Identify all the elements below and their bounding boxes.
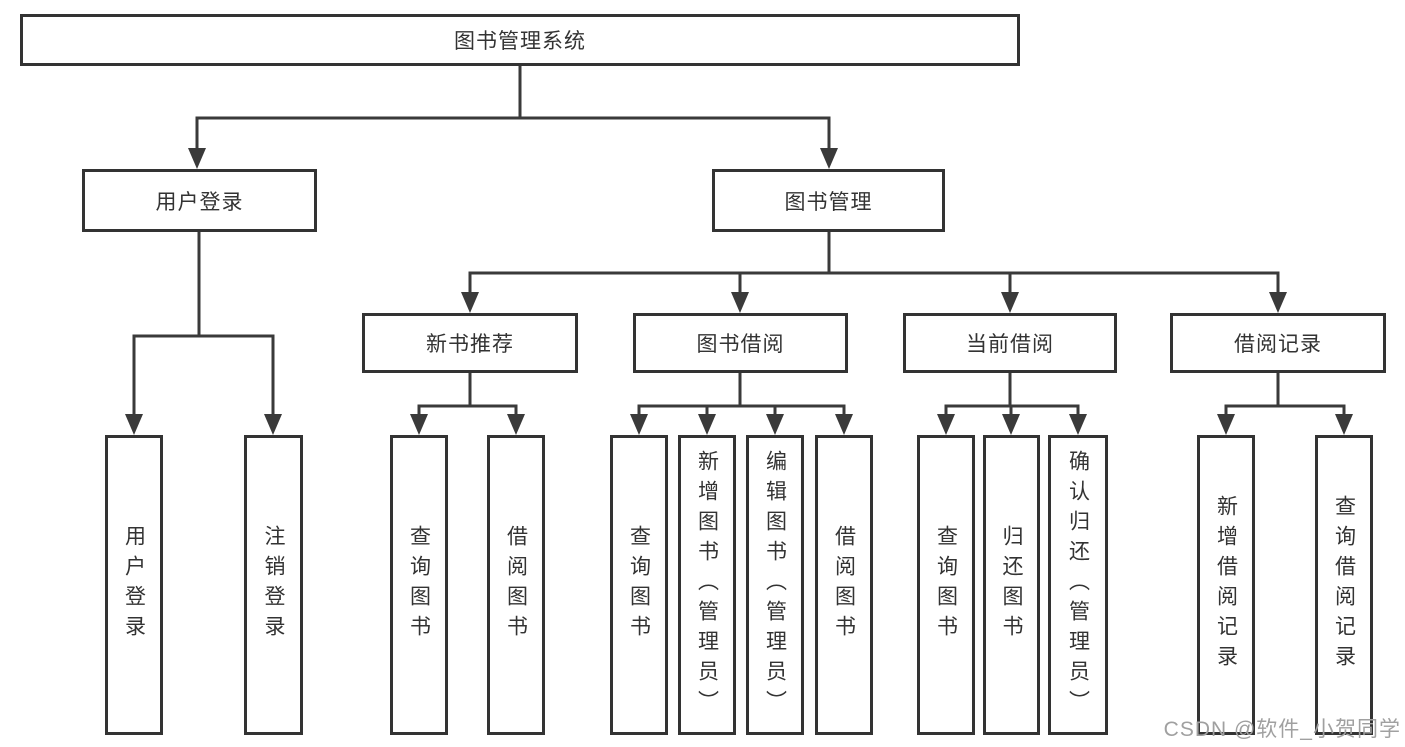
node-label: 确认归还（管理员） bbox=[1066, 450, 1090, 720]
node-label: 查询图书 bbox=[407, 525, 431, 645]
connector-user-login-branch bbox=[125, 230, 282, 435]
leaf-logout: 注销登录 bbox=[244, 435, 303, 735]
leaf-return-books: 归还图书 bbox=[983, 435, 1040, 735]
leaf-query-books-recommend: 查询图书 bbox=[390, 435, 448, 735]
node-label: 新增图书（管理员） bbox=[695, 450, 719, 720]
leaf-edit-book-admin: 编辑图书（管理员） bbox=[746, 435, 804, 735]
leaf-borrow-books-borrowing: 借阅图书 bbox=[815, 435, 873, 735]
node-label: 图书借阅 bbox=[696, 333, 785, 356]
leaf-add-book-admin: 新增图书（管理员） bbox=[678, 435, 736, 735]
node-new-book-recommend: 新书推荐 bbox=[362, 313, 578, 373]
node-book-borrowing: 图书借阅 bbox=[633, 313, 848, 373]
leaf-user-login: 用户登录 bbox=[105, 435, 163, 735]
node-borrowing-records: 借阅记录 bbox=[1170, 313, 1386, 373]
node-label: 查询借阅记录 bbox=[1332, 495, 1356, 675]
csdn-watermark: CSDN @软件_小贺同学 bbox=[1163, 718, 1401, 741]
node-label: 图书管理系统 bbox=[454, 30, 586, 53]
connector-book-management-to-level3 bbox=[461, 230, 1287, 313]
connector-book-borrowing-branch bbox=[630, 371, 853, 435]
node-book-management: 图书管理 bbox=[712, 169, 945, 232]
node-label: 注销登录 bbox=[262, 525, 285, 645]
leaf-query-borrow-record: 查询借阅记录 bbox=[1315, 435, 1373, 735]
leaf-query-books-current: 查询图书 bbox=[917, 435, 975, 735]
connector-new-book-recommend-branch bbox=[410, 371, 525, 435]
node-label: 借阅记录 bbox=[1234, 333, 1322, 356]
node-label: 编辑图书（管理员） bbox=[763, 450, 787, 720]
node-label: 图书管理 bbox=[784, 190, 873, 214]
connector-borrowing-records-branch bbox=[1217, 371, 1353, 435]
node-label: 查询图书 bbox=[627, 525, 651, 645]
node-label: 新书推荐 bbox=[426, 333, 514, 356]
node-label: 借阅图书 bbox=[504, 525, 528, 645]
node-label: 新增借阅记录 bbox=[1214, 495, 1238, 675]
connector-current-borrowing-branch bbox=[937, 371, 1087, 435]
leaf-add-borrow-record: 新增借阅记录 bbox=[1197, 435, 1255, 735]
leaf-confirm-return-admin: 确认归还（管理员） bbox=[1048, 435, 1108, 735]
node-current-borrowing: 当前借阅 bbox=[903, 313, 1117, 373]
leaf-borrow-books-recommend: 借阅图书 bbox=[487, 435, 545, 735]
node-label: 用户登录 bbox=[122, 525, 146, 645]
node-library-system: 图书管理系统 bbox=[20, 14, 1020, 66]
connector-root-to-level2 bbox=[188, 64, 838, 169]
node-label: 用户登录 bbox=[155, 190, 244, 214]
node-label: 借阅图书 bbox=[832, 525, 856, 645]
node-label: 归还图书 bbox=[1000, 525, 1023, 645]
node-user-login: 用户登录 bbox=[82, 169, 317, 232]
leaf-query-books-borrowing: 查询图书 bbox=[610, 435, 668, 735]
node-label: 查询图书 bbox=[934, 525, 958, 645]
node-label: 当前借阅 bbox=[966, 333, 1054, 356]
